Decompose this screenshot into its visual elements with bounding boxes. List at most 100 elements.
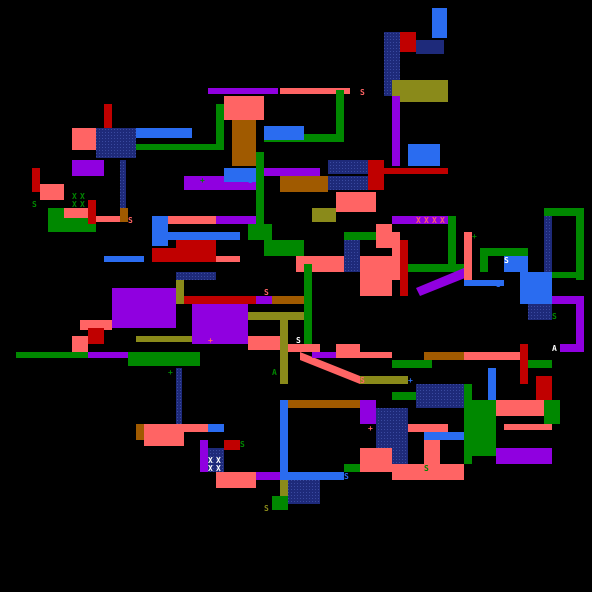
room-red [248, 336, 280, 350]
start-marker: S [424, 464, 429, 473]
cross-marker: X [80, 200, 85, 209]
door-olive [280, 480, 288, 496]
room-purple [496, 448, 552, 464]
start-marker: S [264, 288, 269, 297]
corridor-purple [256, 472, 280, 480]
room-red [336, 192, 376, 212]
corridor-purple [208, 88, 278, 94]
room-brown [232, 120, 256, 166]
room-navy [328, 176, 368, 190]
room-navy [416, 384, 464, 408]
room-green [472, 400, 496, 456]
cross-marker: X [72, 200, 77, 209]
corridor-green [480, 256, 488, 272]
door-brown [120, 208, 128, 222]
corridor-green [16, 352, 128, 358]
corridor-green [336, 90, 344, 140]
room-darkred [224, 440, 240, 450]
corridor-red [96, 216, 128, 222]
room-darkred [152, 248, 176, 262]
start-marker: S [504, 256, 509, 265]
room-navy [344, 240, 360, 272]
room-red [64, 208, 88, 218]
corridor-navy [176, 272, 216, 280]
room-navy [328, 160, 368, 174]
corridor-purple [216, 216, 256, 224]
corridor-darkred [184, 296, 256, 304]
corridor-navy [120, 160, 126, 216]
item-marker: A [552, 344, 557, 353]
corridor-darkred [88, 200, 96, 224]
corridor-navy [176, 368, 182, 424]
cross-marker: X [440, 216, 445, 225]
corridor-olive [136, 336, 192, 342]
ramp-purple [416, 268, 470, 296]
corridor-blue [152, 232, 240, 240]
start-marker: S [552, 312, 557, 321]
plus-marker: + [408, 376, 413, 385]
plus-marker: + [200, 176, 205, 185]
start-marker: S [264, 504, 269, 513]
map-tiles [16, 8, 584, 510]
room-darkred [176, 240, 216, 262]
corridor-brown [288, 400, 360, 408]
room-purple [192, 304, 248, 344]
room-red [376, 224, 392, 248]
room-navy [208, 448, 224, 472]
room-green [128, 352, 200, 366]
corridor-purple [560, 344, 584, 352]
corridor-brown [424, 352, 464, 360]
start-marker: S [360, 376, 365, 385]
corridor-red [216, 256, 240, 262]
room-olive [392, 80, 448, 102]
corridor-blue [280, 400, 288, 472]
cross-marker: X [72, 192, 77, 201]
corridor-darkred [520, 344, 528, 384]
room-blue [264, 126, 304, 140]
room-darkred [400, 32, 416, 52]
room-purple [112, 288, 176, 328]
corridor-darkred [104, 104, 112, 128]
plus-marker: + [368, 424, 373, 433]
start-marker: S [240, 440, 245, 449]
room-darkred [368, 160, 384, 190]
room-red [72, 128, 96, 150]
room-purple [72, 160, 104, 176]
corridor-green [552, 272, 584, 278]
room-navy [96, 128, 136, 158]
cross-marker: X [416, 216, 421, 225]
corridor-green [392, 360, 432, 368]
plus-marker: + [280, 488, 285, 497]
corridor-green [216, 104, 224, 144]
room-red [392, 464, 464, 480]
cross-marker: X [216, 464, 221, 473]
corridor-olive [248, 312, 304, 320]
room-brown [280, 176, 328, 192]
corridor-red [408, 424, 448, 432]
room-olive [312, 208, 336, 222]
plus-marker: + [208, 336, 213, 345]
corridor-red [280, 88, 350, 94]
corridor-blue [424, 432, 464, 440]
start-marker: S [360, 88, 365, 97]
start-marker: S [128, 216, 133, 225]
room-red [424, 440, 440, 464]
corridor-darkred [400, 240, 408, 296]
corridor-purple [576, 296, 584, 352]
corridor-olive [360, 376, 408, 384]
corridor-blue [280, 472, 344, 480]
cross-marker: X [432, 216, 437, 225]
room-red [296, 256, 344, 272]
room-green [544, 400, 560, 424]
room-blue [520, 272, 552, 304]
cross-marker: X [208, 456, 213, 465]
cross-marker: X [248, 480, 253, 489]
corridor-red [168, 216, 224, 224]
corridor-green [528, 360, 552, 368]
corridor-brown [272, 296, 304, 304]
corridor-olive [280, 320, 288, 384]
room-blue [432, 8, 447, 38]
corridor-green [264, 240, 304, 256]
start-marker: S [296, 336, 301, 345]
corridor-purple [88, 352, 128, 358]
